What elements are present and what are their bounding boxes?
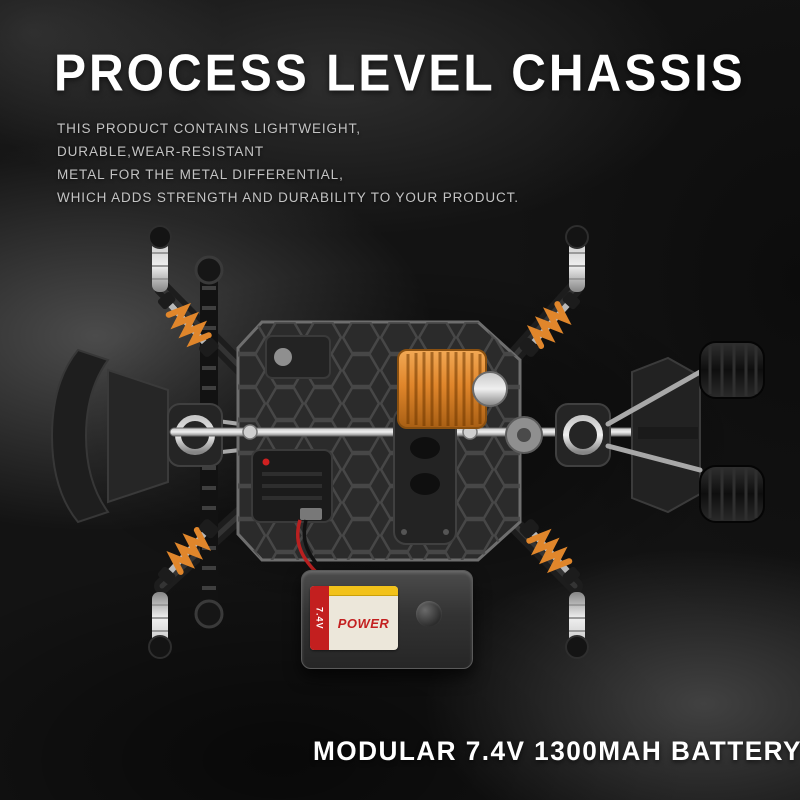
esc-box xyxy=(251,449,333,574)
battery-brand: POWER xyxy=(337,615,390,631)
center-bracket xyxy=(393,407,457,545)
battery-label-stripe xyxy=(329,586,398,596)
battery-brand-area: POWER xyxy=(329,586,398,650)
battery-voltage-tag: 7.4V xyxy=(310,586,329,650)
front-bumper xyxy=(50,348,169,524)
motor xyxy=(397,349,508,429)
page-title: PROCESS LEVEL CHASSIS xyxy=(54,45,746,103)
steering-servo xyxy=(265,335,331,379)
description-line: METAL FOR THE METAL DIFFERENTIAL, xyxy=(57,166,344,182)
battery-label: 7.4V POWER xyxy=(310,586,398,650)
chassis-illustration xyxy=(50,225,765,659)
rear-tires xyxy=(699,341,765,523)
rear-bulkhead xyxy=(605,356,703,514)
rear-differential xyxy=(505,403,611,467)
battery-cap xyxy=(416,601,442,627)
description-line: DURABLE,WEAR-RESISTANT xyxy=(57,143,265,159)
product-description: THIS PRODUCT CONTAINS LIGHTWEIGHT, DURAB… xyxy=(57,118,519,210)
bottom-caption: MODULAR 7.4V 1300MAH BATTERY xyxy=(313,736,800,766)
description-line: WHICH ADDS STRENGTH AND DURABILITY TO YO… xyxy=(57,189,519,205)
battery-pack: 7.4V POWER xyxy=(301,570,473,669)
description-line: THIS PRODUCT CONTAINS LIGHTWEIGHT, xyxy=(57,121,361,136)
